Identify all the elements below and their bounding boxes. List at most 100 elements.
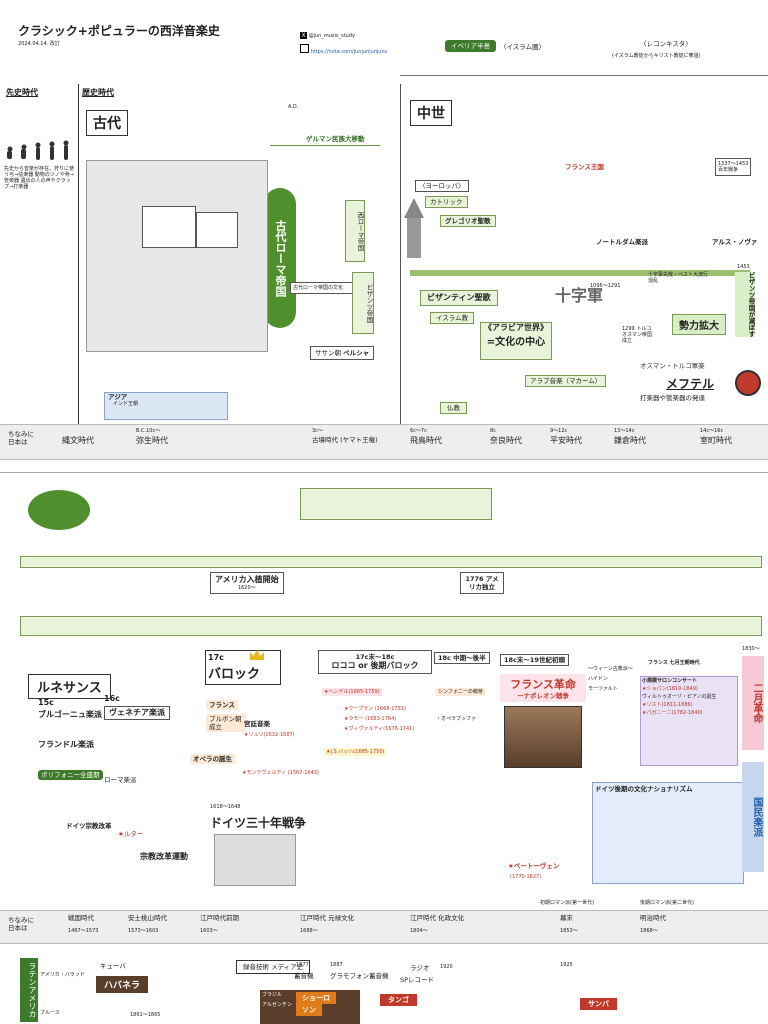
c16-label: 16c <box>104 694 120 703</box>
brazil-label: ブラジル <box>262 992 282 998</box>
beethoven-years: (1770-1827) <box>510 874 542 880</box>
x-handle[interactable]: X @jun_music_study <box>300 32 355 39</box>
greek-polis-box <box>142 206 196 248</box>
japan-kofun: 古墳時代 (ヤマト王権) <box>312 436 378 444</box>
salon-panel: 小規模サロンコンサート ★ショパン(1810-1849) ヴィルトゥオーゾ・ピア… <box>640 676 738 766</box>
choro: ショーロ <box>296 992 336 1004</box>
human-evolution-illustration <box>4 140 74 162</box>
japan-azuchi: 安土桃山時代 <box>128 914 167 922</box>
hundred-years-war: 1337〜1453 百年戦争 <box>715 158 752 176</box>
japan2-year-2: 1603〜 <box>200 928 218 934</box>
july-monarchy: フランス 七月王朝時代 <box>648 660 700 666</box>
thirty-years-span: 1618〜1648 <box>210 804 241 810</box>
europe-label: 〈ヨーロッパ〉 <box>415 180 469 192</box>
german-reform: ドイツ宗教改革 <box>66 822 112 830</box>
x-logo-icon: X <box>300 32 307 39</box>
mozart: モーツァルト <box>588 686 618 692</box>
nationalist-school: 国民楽派 <box>742 762 764 872</box>
german-nationalism-panel: ドイツ後期の文化ナショナリズム <box>592 782 744 884</box>
monteverdi: ★モンテヴェルディ (1567-1643) <box>242 770 319 776</box>
asia-panel: アジア インド王朝 <box>104 392 228 420</box>
tango: タンゴ <box>380 994 417 1006</box>
opera-birth: オペラの誕生 <box>190 754 235 764</box>
japan-heian: 平安時代 <box>550 436 582 445</box>
luther: ★ルター <box>118 830 144 838</box>
rameau: ★ラモー (1683-1764) <box>344 716 397 722</box>
japan-year-4: 8c <box>490 428 496 434</box>
ars-nova: アルス・ノヴァ <box>712 238 758 246</box>
arabia-culture-box: 《アラビア世界》 =文化の中心 <box>480 322 552 360</box>
year-1877: 1877 <box>296 962 309 968</box>
handel: ★ヘンデル(1685-1759) <box>322 688 382 696</box>
habanera: ハバネラ <box>96 976 149 993</box>
ancient-civilizations-panel <box>86 160 268 352</box>
islam-label: イスラム教 <box>430 312 475 324</box>
roman-empire: 古代ローマ帝国 <box>264 188 296 328</box>
venice-school: ヴェネチア楽派 <box>104 706 170 720</box>
haydn: ハイドン <box>588 676 608 682</box>
son: ソン <box>296 1004 322 1016</box>
france-kingdom: フランス王国 <box>565 163 604 171</box>
sinfonia-origin: シンフォニーの萌芽 <box>436 688 485 696</box>
samba: サンバ <box>580 998 617 1010</box>
mehter-sub: 打楽器や管楽器の発達 <box>640 394 705 402</box>
bourbon-dynasty: ブルボン朝 成立 <box>206 714 246 732</box>
hellenistic-box <box>196 212 238 248</box>
reconquista-sub: (イスラム教徒からキリスト教徒に奪還) <box>612 53 701 59</box>
japan-genroku: 江戸時代 元禄文化 <box>300 914 355 922</box>
mehter: メフテル <box>666 377 715 391</box>
late-romantic: 後期ロマン派(第二世代) <box>640 900 694 906</box>
argentina-label: アルゼンチン <box>262 1002 292 1008</box>
era-18-19: 18c末〜19世紀初頭 <box>500 654 569 666</box>
crusade-failure-note: 十字軍失敗・ペスト大流行 混乱 <box>648 272 709 284</box>
page-title: クラシック+ポピュラーの西洋音楽史 <box>18 24 220 38</box>
year-1887: 1887 <box>330 962 343 968</box>
japan-year-5: 9〜12c <box>550 428 568 434</box>
japan-year-6: 13〜14c <box>614 428 635 434</box>
buddhism-label: 仏教 <box>440 402 467 414</box>
phonograph: 蓄音機 <box>294 972 314 980</box>
church-icon <box>404 198 424 258</box>
japan-year-3: 6c〜7c <box>410 428 427 434</box>
note-link[interactable]: https://note.com/junjunjunjuns <box>300 44 387 55</box>
reconquista-label: 〈レコンキスタ〉 <box>640 40 692 48</box>
year-1830: 1830〜 <box>742 646 760 652</box>
iberia-label: イベリア半島 <box>445 40 496 52</box>
crown-icon <box>250 650 264 660</box>
revision-date: 2024.04.14. 改訂 <box>18 41 60 47</box>
rococo-box: 17c末〜18c ロココ or 後期バロック <box>318 650 432 674</box>
america-timeline-bar <box>20 556 762 568</box>
gramophone: グラモフォン蓄音機 <box>330 972 389 980</box>
japan-year-7: 14c〜16c <box>700 428 724 434</box>
japan-sengoku: 戦国時代 <box>68 914 94 922</box>
japan-row1-label: ちなみに日本は <box>8 430 34 446</box>
american-independence: 1776 アメリカ独立 <box>460 572 504 594</box>
japan2-year-4: 1804〜 <box>410 928 428 934</box>
year-1453: 1453 <box>737 264 750 270</box>
media-history-box: 録音技術 メディア史 <box>236 960 311 974</box>
lully: ★リュリ(1632-1687) <box>244 732 295 738</box>
japan-edo-early: 江戸時代前期 <box>200 914 239 922</box>
opera-buffa: ・オペラブッファ <box>436 716 477 722</box>
germanic-migration: ゲルマン民族大移動 <box>306 135 365 143</box>
war-illustration <box>214 834 296 886</box>
drum-icon <box>735 370 761 396</box>
france-label: フランス <box>206 700 238 710</box>
year-1925: 1925 <box>560 962 573 968</box>
byzantine-fall: ビザンツ帝国が滅ぼす <box>735 272 755 337</box>
roman-school: ローマ楽派 <box>104 776 137 784</box>
ottoman-band-music: オスマン・トルコ軍楽 <box>640 362 705 370</box>
byzantine-chant: ビザンティン聖歌 <box>420 290 498 306</box>
prehistory-note: 先史から音楽が存在。狩りに使う弓→弦楽器 動物のツノや骨→管楽器 遺伝の人の声や… <box>4 166 75 190</box>
year-1861: 1861〜1865 <box>130 1012 161 1018</box>
japan-timeline-2 <box>0 910 768 944</box>
japan-meiji: 明治時代 <box>640 914 666 922</box>
sp-record: SPレコード <box>400 976 435 984</box>
ad-marker: A.D. <box>288 104 299 110</box>
spain-portugal-badge <box>28 490 90 530</box>
crusades-years: 1096〜1291 <box>590 283 621 289</box>
japan-muromachi: 室町時代 <box>700 436 732 445</box>
vivaldi: ★ヴィヴァルディ(1678-1741) <box>344 726 415 732</box>
catholic-label: カトリック <box>425 196 468 208</box>
liberty-painting <box>504 706 582 768</box>
